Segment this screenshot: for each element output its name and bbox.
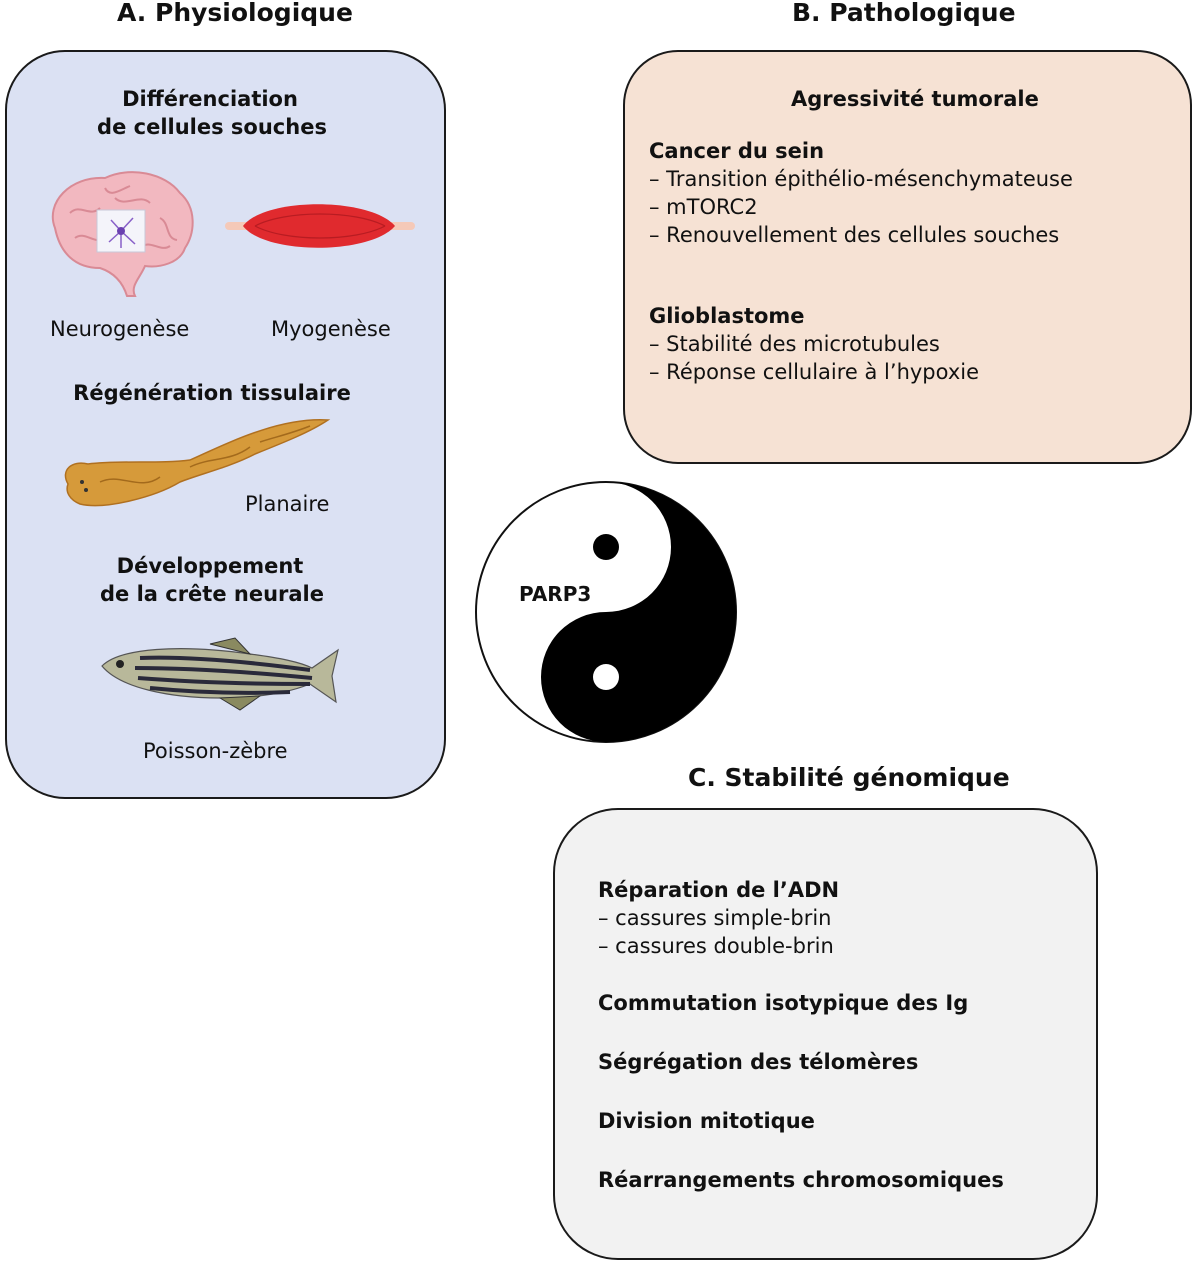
dna-repair-item: – cassures simple-brin [598, 906, 832, 930]
myogenesis-label: Myogenèse [271, 317, 391, 341]
zebrafish-label: Poisson-zèbre [143, 739, 288, 763]
breast-item: – Renouvellement des cellules souches [649, 223, 1060, 247]
regeneration-heading: Régénération tissulaire [73, 381, 351, 405]
glioblastoma-section: Glioblastome – Stabilité des microtubule… [649, 302, 979, 386]
breast-cancer-heading: Cancer du sein [649, 139, 825, 163]
muscle-illustration [225, 204, 415, 248]
dna-repair-section: Réparation de l’ADN – cassures simple-br… [598, 876, 839, 960]
genomic-item: Ségrégation des télomères [598, 1050, 919, 1074]
panel-stabilite-genomique [553, 808, 1098, 1260]
genomic-item: Commutation isotypique des Ig [598, 991, 969, 1015]
genomic-item: Réarrangements chromosomiques [598, 1168, 1004, 1192]
panel-b-title: B. Pathologique [792, 0, 1016, 27]
dna-repair-heading: Réparation de l’ADN [598, 878, 840, 902]
panel-pathologique [623, 50, 1192, 464]
panel-c-title: C. Stabilité génomique [688, 763, 1010, 792]
breast-item: – Transition épithélio-mésenchymateuse [649, 167, 1073, 191]
brain-illustration [52, 171, 194, 297]
glioblastoma-heading: Glioblastome [649, 304, 805, 328]
planaria-illustration [64, 419, 331, 507]
stem-cell-heading-line1: Différenciation [122, 87, 298, 111]
dna-repair-item: – cassures double-brin [598, 934, 834, 958]
yin-yang-symbol [475, 481, 737, 743]
zebrafish-illustration [101, 637, 339, 711]
genomic-item: Division mitotique [598, 1109, 815, 1133]
glioblastoma-item: – Réponse cellulaire à l’hypoxie [649, 360, 980, 384]
parp3-label: PARP3 [519, 582, 592, 606]
glioblastoma-item: – Stabilité des microtubules [649, 332, 940, 356]
stem-cell-heading-line2: de cellules souches [97, 115, 327, 139]
breast-item: – mTORC2 [649, 195, 758, 219]
tumor-aggressiveness-heading: Agressivité tumorale [791, 87, 1039, 111]
breast-cancer-section: Cancer du sein – Transition épithélio-mé… [649, 137, 1073, 249]
neurogenesis-label: Neurogenèse [50, 317, 190, 341]
planaria-label: Planaire [245, 492, 330, 516]
panel-a-title: A. Physiologique [117, 0, 353, 27]
neural-crest-heading-line1: Développement [116, 554, 304, 578]
neural-crest-heading-line2: de la crête neurale [99, 582, 325, 606]
